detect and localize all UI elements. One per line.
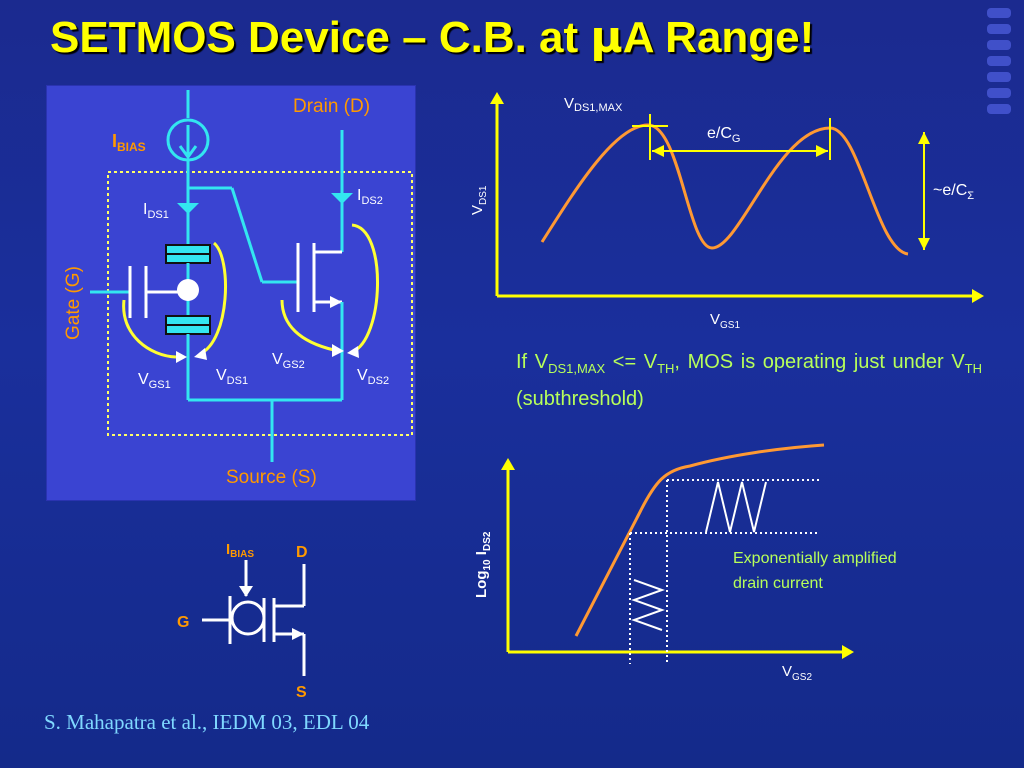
output-oscillation-icon: [705, 481, 767, 533]
period-label: e/CG: [707, 125, 740, 145]
ids1-label: IDS1: [143, 201, 169, 221]
plot-top-ylabel: VDS1: [469, 185, 489, 215]
symbol-g-label: G: [177, 614, 189, 631]
vgs1-label: VGS1: [138, 371, 171, 391]
drain-label: Drain (D): [293, 96, 370, 117]
ids2-arrow-icon: [331, 193, 353, 204]
set-symbol-icon: [230, 600, 266, 636]
subthreshold-note: If VDS1,MAX <= VTH, MOS is operating jus…: [516, 351, 982, 410]
plot-bottom-ylabel: Log10 IDS2: [473, 531, 493, 598]
annotation-line-2: drain current: [733, 575, 823, 592]
logo-watermark-icon: [987, 8, 1011, 114]
vds2-label: VDS2: [357, 367, 389, 387]
amplitude-label: ~e/CΣ: [933, 182, 974, 202]
plot-bottom-xlabel: VGS2: [782, 663, 812, 683]
transfer-curve: [574, 443, 825, 637]
vgs2-label: VGS2: [272, 351, 305, 371]
vds1max-label: VDS1,MAX: [564, 95, 623, 114]
symbol-ibias-label: IBIAS: [226, 541, 254, 560]
ids1-arrow-icon: [177, 203, 199, 214]
plot-top-xlabel: VGS1: [710, 311, 740, 331]
slide-title: SETMOS Device – C.B. at μA Range!: [50, 12, 815, 63]
gate-label: Gate (G): [63, 266, 84, 340]
set-island-icon: [177, 279, 199, 301]
annotation-line-1: Exponentially amplified: [733, 550, 897, 567]
oscillation-curve: [540, 123, 909, 256]
citation: S. Mahapatra et al., IEDM 03, EDL 04: [44, 710, 370, 734]
device-boundary: [107, 171, 413, 436]
symbol-s-label: S: [296, 684, 307, 701]
symbol-d-label: D: [296, 544, 308, 561]
ids2-label: IDS2: [357, 187, 383, 207]
source-label: Source (S): [226, 467, 317, 488]
vds1-label: VDS1: [216, 367, 248, 387]
input-oscillation-icon: [631, 579, 665, 631]
ibias-label: IBIAS: [112, 131, 146, 154]
